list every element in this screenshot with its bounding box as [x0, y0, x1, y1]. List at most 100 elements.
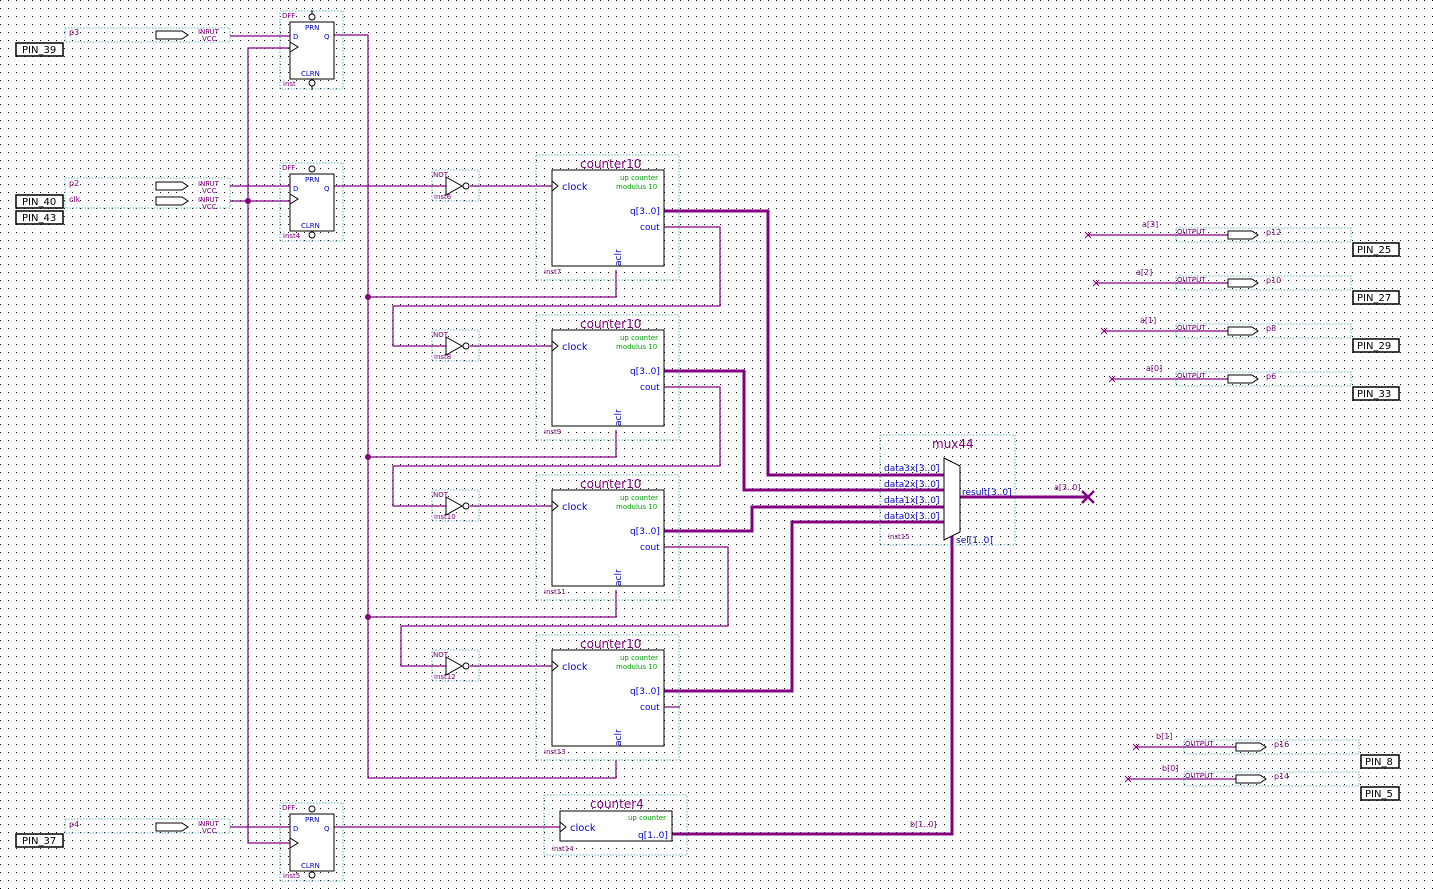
pin-name: PIN_40	[22, 197, 56, 208]
junction-dots	[245, 198, 371, 620]
dff-inst[interactable]: DFF PRN D Q CLRN inst	[279, 10, 344, 90]
mux-result-label: result[3..0]	[962, 488, 1012, 498]
not-gate-inst10[interactable]: NOT inst10	[431, 489, 480, 522]
counter10-inst13[interactable]: counter10 clock up counter modulus 10 q[…	[535, 634, 680, 761]
output-bit-label: a[3]	[1142, 220, 1158, 229]
input-pin-clk[interactable]: clk INPUT VCC PIN_43	[15, 195, 220, 225]
input-signal-label: p2	[69, 179, 79, 188]
counter-desc: up counter	[620, 654, 658, 662]
mux-sel-label: sel[1..0]	[956, 536, 993, 546]
input-signal-label: p4	[69, 820, 79, 829]
io-label: OUTPUT	[1177, 324, 1206, 332]
clock-port: clock	[562, 342, 588, 353]
output-signal-label: p16	[1274, 740, 1289, 749]
io-label: OUTPUT	[1177, 276, 1206, 284]
dff-type: DFF	[282, 804, 295, 812]
mux-input-label: data0x[3..0]	[884, 512, 940, 522]
input-pin-p4[interactable]: p4 INPUT VCC PIN_37	[15, 818, 231, 848]
inst-label: inst11	[544, 588, 566, 596]
dff-type: DFF	[282, 164, 295, 172]
pin-name: PIN_33	[1357, 389, 1391, 400]
counter10-inst11[interactable]: counter10 clock up counter modulus 10 q[…	[535, 474, 680, 601]
q-port: q[3..0]	[630, 207, 660, 217]
bus-label-b: b[1..0]	[910, 820, 937, 829]
clock-port: clock	[562, 662, 588, 673]
not-type: NOT	[433, 651, 449, 659]
counter-title: counter4	[590, 797, 644, 811]
counter-title: counter10	[580, 157, 641, 171]
inst-label: inst7	[544, 268, 561, 276]
thin-wires	[230, 34, 1236, 844]
dff-inst4[interactable]: DFF PRN D Q CLRN inst4	[279, 162, 344, 242]
q-port: q[3..0]	[630, 687, 660, 697]
aclr-port: aclr	[614, 729, 624, 746]
bus-wires	[664, 209, 1088, 836]
not-gate-inst8[interactable]: NOT inst8	[431, 329, 480, 362]
prn-label: PRN	[305, 816, 319, 824]
output-pin-a1[interactable]: a[1] OUTPUT p8 PIN_29	[1100, 316, 1400, 353]
pin-name: PIN_39	[22, 45, 56, 56]
output-pin-b1[interactable]: b[1] OUTPUT p16 PIN_8	[1132, 732, 1400, 769]
q-label: Q	[324, 825, 330, 833]
inst-label: inst8	[434, 353, 451, 361]
counter10-inst9[interactable]: counter10 clock up counter modulus 10 q[…	[535, 314, 680, 441]
io-label: INPUT	[198, 196, 220, 204]
not-type: NOT	[433, 171, 449, 179]
output-pin-b0[interactable]: b[0] OUTPUT p14 PIN_5	[1124, 764, 1400, 801]
io-label: INPUT	[198, 28, 220, 36]
not-gate-inst6[interactable]: NOT inst6	[431, 169, 480, 202]
inst-label: inst15	[888, 533, 910, 541]
mux-input-label: data3x[3..0]	[884, 464, 940, 474]
vcc-label: VCC	[202, 827, 217, 835]
pin-name: PIN_25	[1357, 245, 1391, 256]
inst-label: inst	[283, 80, 296, 88]
pin-name: PIN_37	[22, 836, 56, 847]
output-bit-label: a[1]	[1140, 316, 1156, 325]
io-label: INPUT	[198, 180, 220, 188]
output-pin-a2[interactable]: a[2] OUTPUT p10 PIN_27	[1092, 268, 1400, 305]
prn-label: PRN	[305, 176, 319, 184]
output-signal-label: p8	[1266, 324, 1276, 333]
pin-name: PIN_43	[22, 213, 56, 224]
counter10-inst7[interactable]: counter10 clock up counter modulus 10 q[…	[535, 154, 680, 281]
not-gate-inst12[interactable]: NOT inst12	[431, 649, 480, 682]
mux-input-label: data2x[3..0]	[884, 480, 940, 490]
d-label: D	[293, 185, 298, 193]
pin-name: PIN_8	[1365, 757, 1393, 768]
input-signal-label: clk	[69, 195, 81, 204]
counter-desc: up counter	[620, 334, 658, 342]
mux44-inst15[interactable]: mux44 data3x[3..0] data2x[3..0] data1x[3…	[879, 434, 1016, 546]
io-label: OUTPUT	[1185, 772, 1214, 780]
output-pin-a0[interactable]: a[0] OUTPUT p6 PIN_33	[1108, 364, 1400, 401]
cout-port: cout	[640, 223, 660, 233]
mux-title: mux44	[932, 437, 974, 451]
counter-desc: up counter	[628, 814, 666, 822]
input-signal-label: p3	[69, 28, 79, 37]
clock-port: clock	[570, 823, 596, 834]
output-pin-a3[interactable]: a[3] OUTPUT p12 PIN_25	[1084, 220, 1400, 257]
vcc-label: VCC	[202, 203, 217, 211]
clrn-label: CLRN	[301, 70, 320, 78]
output-signal-label: p10	[1266, 276, 1281, 285]
prn-label: PRN	[305, 24, 319, 32]
q-port: q[3..0]	[630, 527, 660, 537]
counter-desc: modulus 10	[616, 183, 657, 191]
q-port: q[1..0]	[638, 831, 668, 841]
input-pin-p3[interactable]: p3 INPUT VCC PIN_39	[15, 27, 231, 57]
counter-desc: up counter	[620, 174, 658, 182]
clrn-label: CLRN	[301, 862, 320, 870]
dff-inst5[interactable]: DFF PRN D Q CLRN inst5	[279, 802, 344, 882]
aclr-port: aclr	[614, 409, 624, 426]
output-signal-label: p6	[1266, 372, 1276, 381]
counter-desc: up counter	[620, 494, 658, 502]
q-port: q[3..0]	[630, 367, 660, 377]
vcc-label: VCC	[202, 187, 217, 195]
counter-desc: modulus 10	[616, 663, 657, 671]
input-pin-p2[interactable]: p2 INPUT VCC PIN_40	[15, 177, 231, 209]
clock-port: clock	[562, 502, 588, 513]
inst-label: inst5	[283, 872, 300, 880]
counter4-inst14[interactable]: counter4 clock up counter q[1..0] inst14	[543, 794, 688, 856]
inst-label: inst9	[544, 428, 561, 436]
